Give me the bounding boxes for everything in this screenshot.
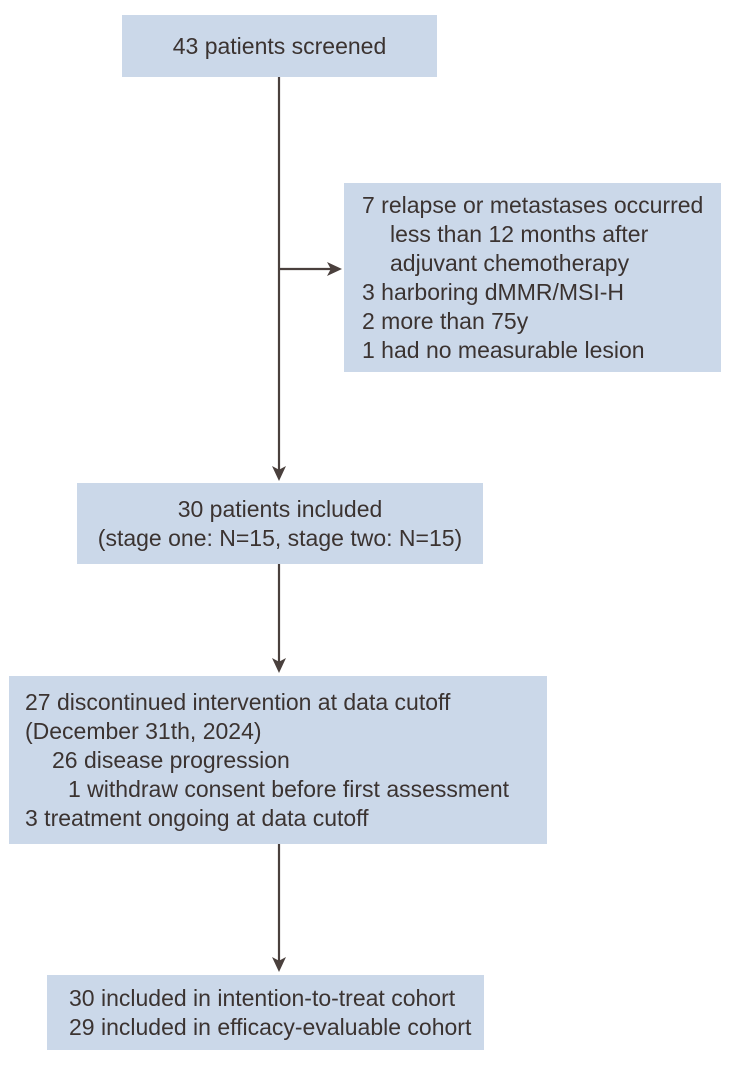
excluded-reason-no-lesion: 1 had no measurable lesion xyxy=(362,336,645,363)
discontinued-count: 27 discontinued intervention at data cut… xyxy=(25,688,451,715)
excluded-reason-dmmr: 3 harboring dMMR/MSI-H xyxy=(362,278,625,305)
excluded-reason-relapse-wrap-1: less than 12 months after xyxy=(390,220,649,247)
cohorts-box: 30 included in intention-to-treat cohort… xyxy=(47,975,484,1050)
itt-cohort-text: 30 included in intention-to-treat cohort xyxy=(69,984,456,1011)
discontinued-cutoff-date: (December 31th, 2024) xyxy=(25,717,262,744)
screened-box: 43 patients screened xyxy=(122,15,437,77)
excluded-box: 7 relapse or metastases occurred less th… xyxy=(344,183,721,372)
discontinued-progression: 26 disease progression xyxy=(52,746,290,773)
efficacy-cohort-text: 29 included in efficacy-evaluable cohort xyxy=(69,1013,472,1040)
discontinued-withdraw-consent: 1 withdraw consent before first assessme… xyxy=(68,775,510,802)
excluded-reason-age: 2 more than 75y xyxy=(362,307,529,334)
included-box-stages: (stage one: N=15, stage two: N=15) xyxy=(97,524,463,551)
arrow-branch-to-excluded xyxy=(279,262,342,276)
arrow-screened-to-included xyxy=(272,77,286,481)
excluded-reason-relapse: 7 relapse or metastases occurred xyxy=(362,191,704,218)
screened-box-text: 43 patients screened xyxy=(172,32,387,59)
treatment-ongoing: 3 treatment ongoing at data cutoff xyxy=(25,804,369,831)
included-box: 30 patients included (stage one: N=15, s… xyxy=(77,483,483,564)
arrow-included-to-discontinued xyxy=(272,564,286,673)
discontinued-box: 27 discontinued intervention at data cut… xyxy=(9,676,547,844)
arrow-discontinued-to-cohorts xyxy=(272,844,286,972)
excluded-reason-relapse-wrap-2: adjuvant chemotherapy xyxy=(390,249,630,276)
included-box-count: 30 patients included xyxy=(177,495,383,522)
